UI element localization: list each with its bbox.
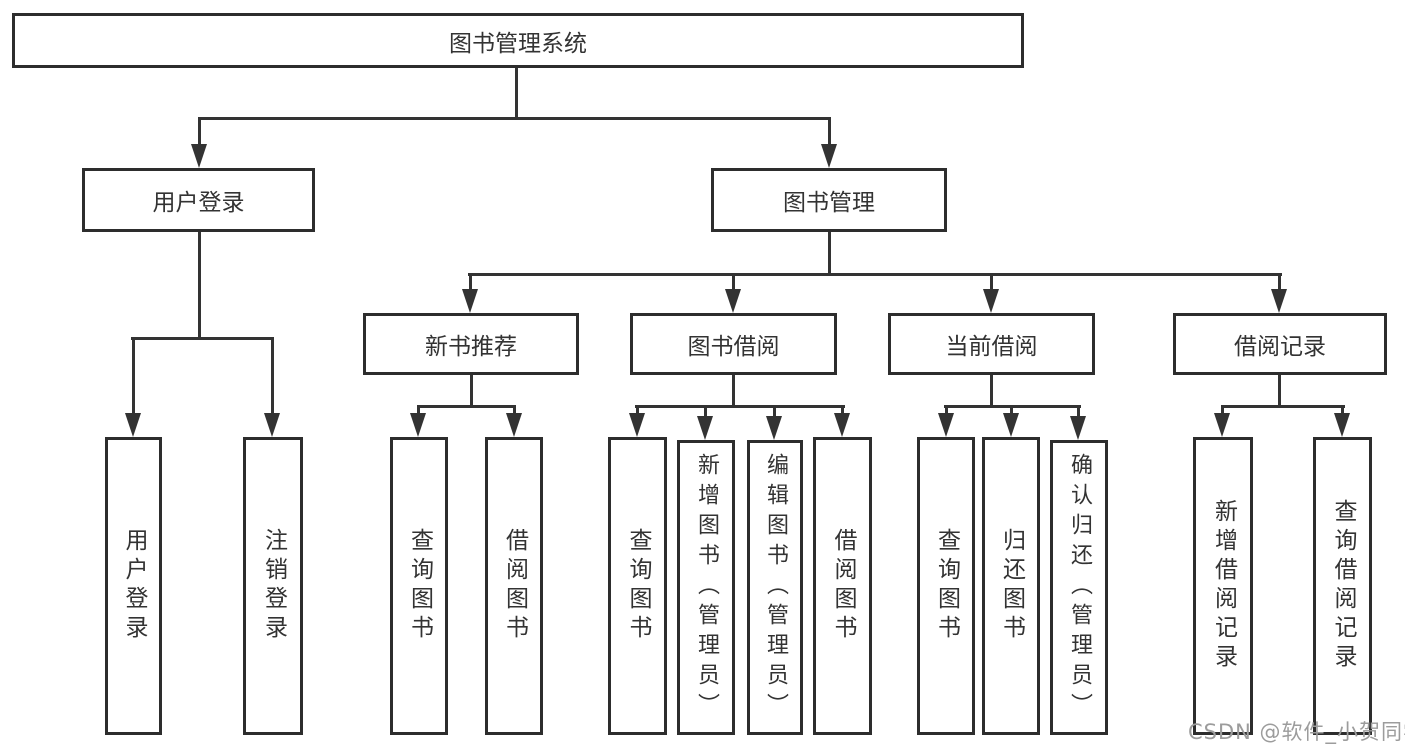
node-current-borrowing: 当前借阅 bbox=[888, 313, 1095, 375]
arrow-down-icon bbox=[1214, 413, 1230, 437]
arrow-down-icon bbox=[983, 289, 999, 313]
leaf-borrowing-query-books-label: 查询图书 bbox=[625, 528, 651, 644]
leaf-records-add-borrow-record: 新增借阅记录 bbox=[1193, 437, 1253, 735]
arrow-down-icon bbox=[264, 413, 280, 437]
csdn-watermark: CSDN @软件_小贺同学 bbox=[1188, 720, 1405, 744]
leaf-newbook-query-books-label: 查询图书 bbox=[406, 528, 433, 644]
arrow-down-icon bbox=[462, 289, 478, 313]
leaf-borrowing-edit-books-admin-label: 编辑图书（管理员） bbox=[763, 452, 788, 723]
connector-line bbox=[131, 337, 274, 340]
connector-line bbox=[1221, 405, 1224, 413]
connector-line bbox=[1010, 405, 1013, 413]
connector-line bbox=[990, 273, 993, 289]
leaf-borrowing-borrow-books-label: 借阅图书 bbox=[830, 528, 856, 644]
connector-line bbox=[469, 273, 472, 289]
connector-line bbox=[470, 375, 473, 405]
node-book-management-label: 图书管理 bbox=[783, 190, 875, 216]
arrow-down-icon bbox=[1070, 416, 1086, 440]
node-borrow-records: 借阅记录 bbox=[1173, 313, 1387, 375]
connector-line bbox=[417, 405, 516, 408]
connector-line bbox=[417, 405, 420, 413]
connector-line bbox=[732, 375, 735, 405]
leaf-current-return-books: 归还图书 bbox=[982, 437, 1040, 735]
leaf-newbook-borrow-books: 借阅图书 bbox=[485, 437, 543, 735]
arrow-down-icon bbox=[821, 144, 837, 168]
leaf-borrowing-borrow-books: 借阅图书 bbox=[813, 437, 872, 735]
node-book-borrowing: 图书借阅 bbox=[630, 313, 837, 375]
arrow-down-icon bbox=[938, 413, 954, 437]
connector-line bbox=[1341, 405, 1344, 413]
arrow-down-icon bbox=[191, 144, 207, 168]
connector-line bbox=[198, 117, 201, 146]
leaf-current-return-books-label: 归还图书 bbox=[998, 528, 1025, 644]
arrow-down-icon bbox=[1271, 289, 1287, 313]
connector-line bbox=[515, 68, 518, 117]
connector-line bbox=[828, 117, 831, 146]
connector-line bbox=[198, 232, 201, 337]
connector-line bbox=[945, 405, 948, 413]
node-root: 图书管理系统 bbox=[12, 13, 1024, 68]
leaf-user-login-label: 用户登录 bbox=[121, 528, 147, 644]
connector-line bbox=[132, 337, 135, 413]
leaf-records-query-borrow-record: 查询借阅记录 bbox=[1313, 437, 1372, 735]
connector-line bbox=[704, 405, 707, 416]
leaf-newbook-query-books: 查询图书 bbox=[390, 437, 448, 735]
connector-line bbox=[468, 273, 1282, 276]
leaf-borrowing-add-books-admin-label: 新增图书（管理员） bbox=[694, 452, 719, 723]
leaf-logout: 注销登录 bbox=[243, 437, 303, 735]
connector-line bbox=[990, 375, 993, 405]
connector-line bbox=[198, 117, 831, 120]
arrow-down-icon bbox=[1003, 413, 1019, 437]
arrow-down-icon bbox=[766, 416, 782, 440]
arrow-down-icon bbox=[834, 413, 850, 437]
node-book-borrowing-label: 图书借阅 bbox=[687, 334, 780, 360]
arrow-down-icon bbox=[697, 416, 713, 440]
connector-line bbox=[1278, 273, 1281, 289]
connector-line bbox=[636, 405, 639, 413]
connector-line bbox=[635, 405, 845, 408]
node-root-label: 图书管理系统 bbox=[449, 30, 587, 57]
connector-line bbox=[732, 273, 735, 289]
connector-line bbox=[773, 405, 776, 416]
leaf-current-confirm-return-admin-label: 确认归还（管理员） bbox=[1067, 452, 1092, 723]
node-book-management: 图书管理 bbox=[711, 168, 947, 232]
leaf-logout-label: 注销登录 bbox=[260, 528, 287, 644]
connector-line bbox=[1221, 405, 1345, 408]
leaf-current-confirm-return-admin: 确认归还（管理员） bbox=[1050, 440, 1108, 735]
connector-line bbox=[1278, 375, 1281, 405]
node-new-book-recommend: 新书推荐 bbox=[363, 313, 579, 375]
leaf-records-add-borrow-record-label: 新增借阅记录 bbox=[1210, 499, 1237, 673]
arrow-down-icon bbox=[1334, 413, 1350, 437]
leaf-borrowing-add-books-admin: 新增图书（管理员） bbox=[677, 440, 735, 735]
arrow-down-icon bbox=[629, 413, 645, 437]
node-user-login: 用户登录 bbox=[82, 168, 315, 232]
connector-line bbox=[513, 405, 516, 413]
node-user-login-label: 用户登录 bbox=[152, 190, 245, 216]
connector-line bbox=[841, 405, 844, 413]
arrow-down-icon bbox=[410, 413, 426, 437]
leaf-current-query-books-label: 查询图书 bbox=[933, 528, 960, 644]
connector-line bbox=[828, 232, 831, 273]
arrow-down-icon bbox=[506, 413, 522, 437]
connector-line bbox=[271, 337, 274, 413]
leaf-newbook-borrow-books-label: 借阅图书 bbox=[501, 528, 528, 644]
arrow-down-icon bbox=[125, 413, 141, 437]
node-borrow-records-label: 借阅记录 bbox=[1234, 334, 1326, 360]
node-current-borrowing-label: 当前借阅 bbox=[945, 334, 1038, 360]
leaf-borrowing-edit-books-admin: 编辑图书（管理员） bbox=[747, 440, 803, 735]
leaf-current-query-books: 查询图书 bbox=[917, 437, 975, 735]
leaf-user-login: 用户登录 bbox=[105, 437, 162, 735]
leaf-borrowing-query-books: 查询图书 bbox=[608, 437, 667, 735]
leaf-records-query-borrow-record-label: 查询借阅记录 bbox=[1330, 499, 1356, 673]
node-new-book-recommend-label: 新书推荐 bbox=[425, 334, 517, 360]
connector-line bbox=[1077, 405, 1080, 416]
arrow-down-icon bbox=[725, 289, 741, 313]
